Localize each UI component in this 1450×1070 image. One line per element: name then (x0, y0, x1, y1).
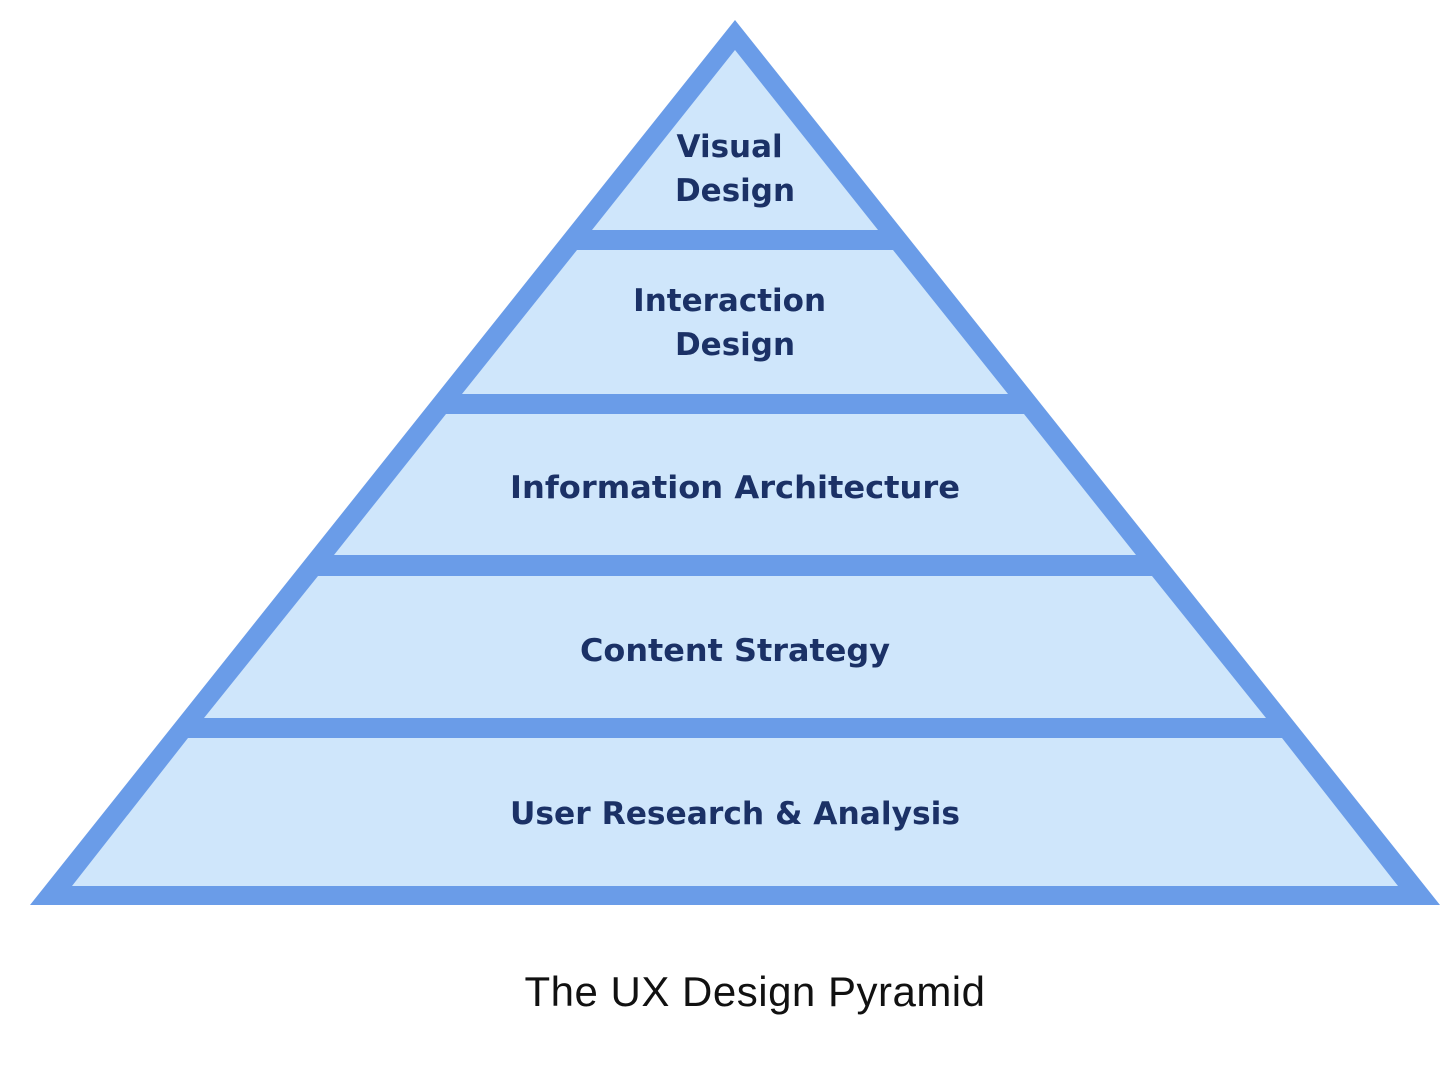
pyramid-tier-content-strategy (204, 576, 1266, 718)
tier-label-information-architecture: Information Architecture (510, 470, 960, 506)
pyramid-tier-user-research (72, 738, 1398, 886)
tier-label-visual-design: Visual Design (675, 129, 795, 209)
diagram-caption: The UX Design Pyramid (524, 968, 986, 1015)
tier-label-user-research: User Research & Analysis (510, 796, 960, 832)
pyramid-tier-visual-design (592, 50, 878, 230)
tier-label-content-strategy: Content Strategy (580, 633, 890, 669)
pyramid-tier-interaction-design (462, 250, 1008, 394)
tier-label-interaction-design: Interaction Design (633, 283, 837, 363)
pyramid-tier-information-architecture (334, 414, 1136, 555)
